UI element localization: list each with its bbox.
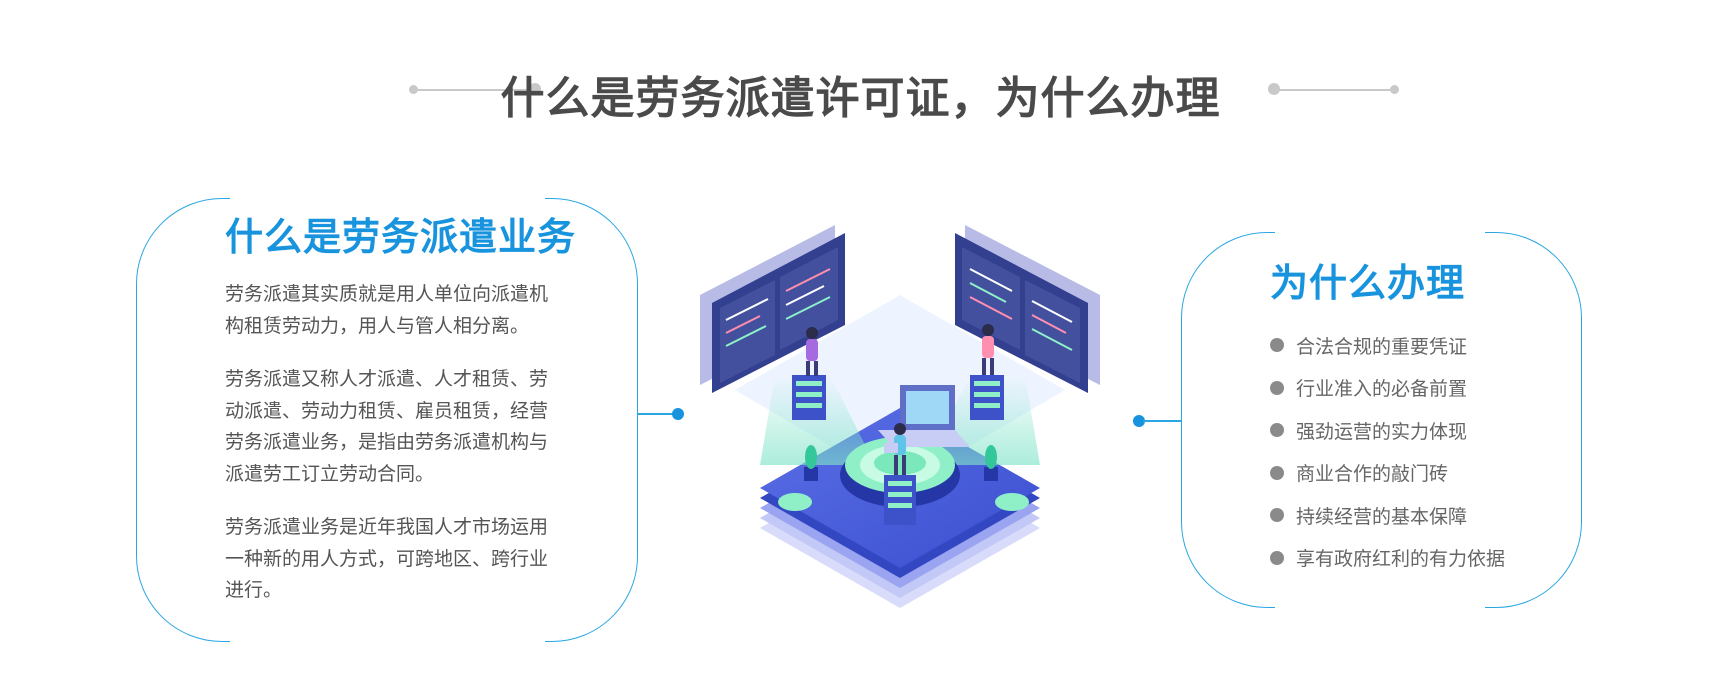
what-is-paragraph-2: 劳务派遣又称人才派遣、人才租赁、劳动派遣、劳动力租赁、雇员租赁，经营劳务派遣业务… [225, 368, 549, 485]
reason-label: 享有政府红利的有力依据 [1296, 548, 1506, 571]
reason-list: 合法合规的重要凭证 行业准入的必备前置 强劲运营的实力体现 商业合作的敲门砖 持… [1270, 324, 1570, 579]
plant-right [984, 445, 998, 481]
person-left [806, 327, 818, 376]
reason-item-2: 行业准入的必备前置 [1270, 367, 1570, 410]
circle-bullet-icon [1270, 423, 1284, 438]
person-center [884, 423, 906, 475]
monitor-left [700, 225, 845, 393]
right-connector-dot [1133, 415, 1145, 427]
why-card-gap-bottom [1275, 604, 1485, 608]
circle-bullet-icon [1270, 465, 1284, 480]
card-title-gap-top [230, 196, 545, 200]
header-deco-dot-left-outer [409, 85, 418, 94]
server-stack-left [792, 375, 826, 420]
left-connector-line [637, 413, 675, 415]
header-deco-line-right [1274, 89, 1394, 91]
header-deco-line-left [415, 89, 535, 91]
header-deco-dot-right-outer [1390, 85, 1399, 94]
what-is-paragraph-3: 劳务派遣业务是近年我国人才市场运用一种新的用人方式，可跨地区、跨行业进行。 [225, 516, 549, 601]
reason-label: 商业合作的敲门砖 [1296, 463, 1449, 486]
circle-bullet-icon [1270, 508, 1284, 523]
person-right [982, 324, 994, 375]
plant-left [804, 445, 818, 481]
reason-label: 合法合规的重要凭证 [1296, 335, 1468, 358]
why-card [1181, 232, 1582, 608]
why-card-gap-top [1275, 230, 1485, 234]
what-is-title: 什么是劳务派遣业务 [225, 215, 577, 259]
reason-item-6: 享有政府红利的有力依据 [1270, 537, 1570, 580]
reason-label: 持续经营的基本保障 [1296, 505, 1468, 528]
circle-bullet-icon [1270, 550, 1284, 565]
what-is-body: 劳务派遣其实质就是用人单位向派遣机构租赁劳动力，用人与管人相分离。 劳务派遣又称… [225, 279, 566, 629]
small-pod-left [778, 493, 812, 511]
circle-bullet-icon [1270, 338, 1284, 353]
circle-bullet-icon [1270, 380, 1284, 395]
monitor-right [955, 225, 1100, 393]
what-is-card [136, 198, 638, 642]
header-deco-dot-left-inner [529, 83, 541, 95]
reason-item-3: 强劲运营的实力体现 [1270, 409, 1570, 452]
left-connector-dot [672, 408, 684, 420]
card-gap-bottom [230, 638, 545, 642]
reason-item-4: 商业合作的敲门砖 [1270, 452, 1570, 495]
what-is-paragraph-1: 劳务派遣其实质就是用人单位向派遣机构租赁劳动力，用人与管人相分离。 [225, 283, 549, 337]
why-title: 为什么办理 [1270, 261, 1466, 305]
server-stack-center [884, 475, 916, 525]
reason-label: 强劲运营的实力体现 [1296, 420, 1468, 443]
small-pod-right [995, 493, 1029, 511]
reason-label: 行业准入的必备前置 [1296, 378, 1468, 401]
data-center-isometric-illustration [700, 225, 1100, 608]
server-stack-right [970, 375, 1004, 420]
right-connector-line [1143, 420, 1181, 422]
page-title: 什么是劳务派遣许可证，为什么办理 [500, 73, 1221, 124]
reason-item-1: 合法合规的重要凭证 [1270, 324, 1570, 367]
reason-item-5: 持续经营的基本保障 [1270, 494, 1570, 537]
